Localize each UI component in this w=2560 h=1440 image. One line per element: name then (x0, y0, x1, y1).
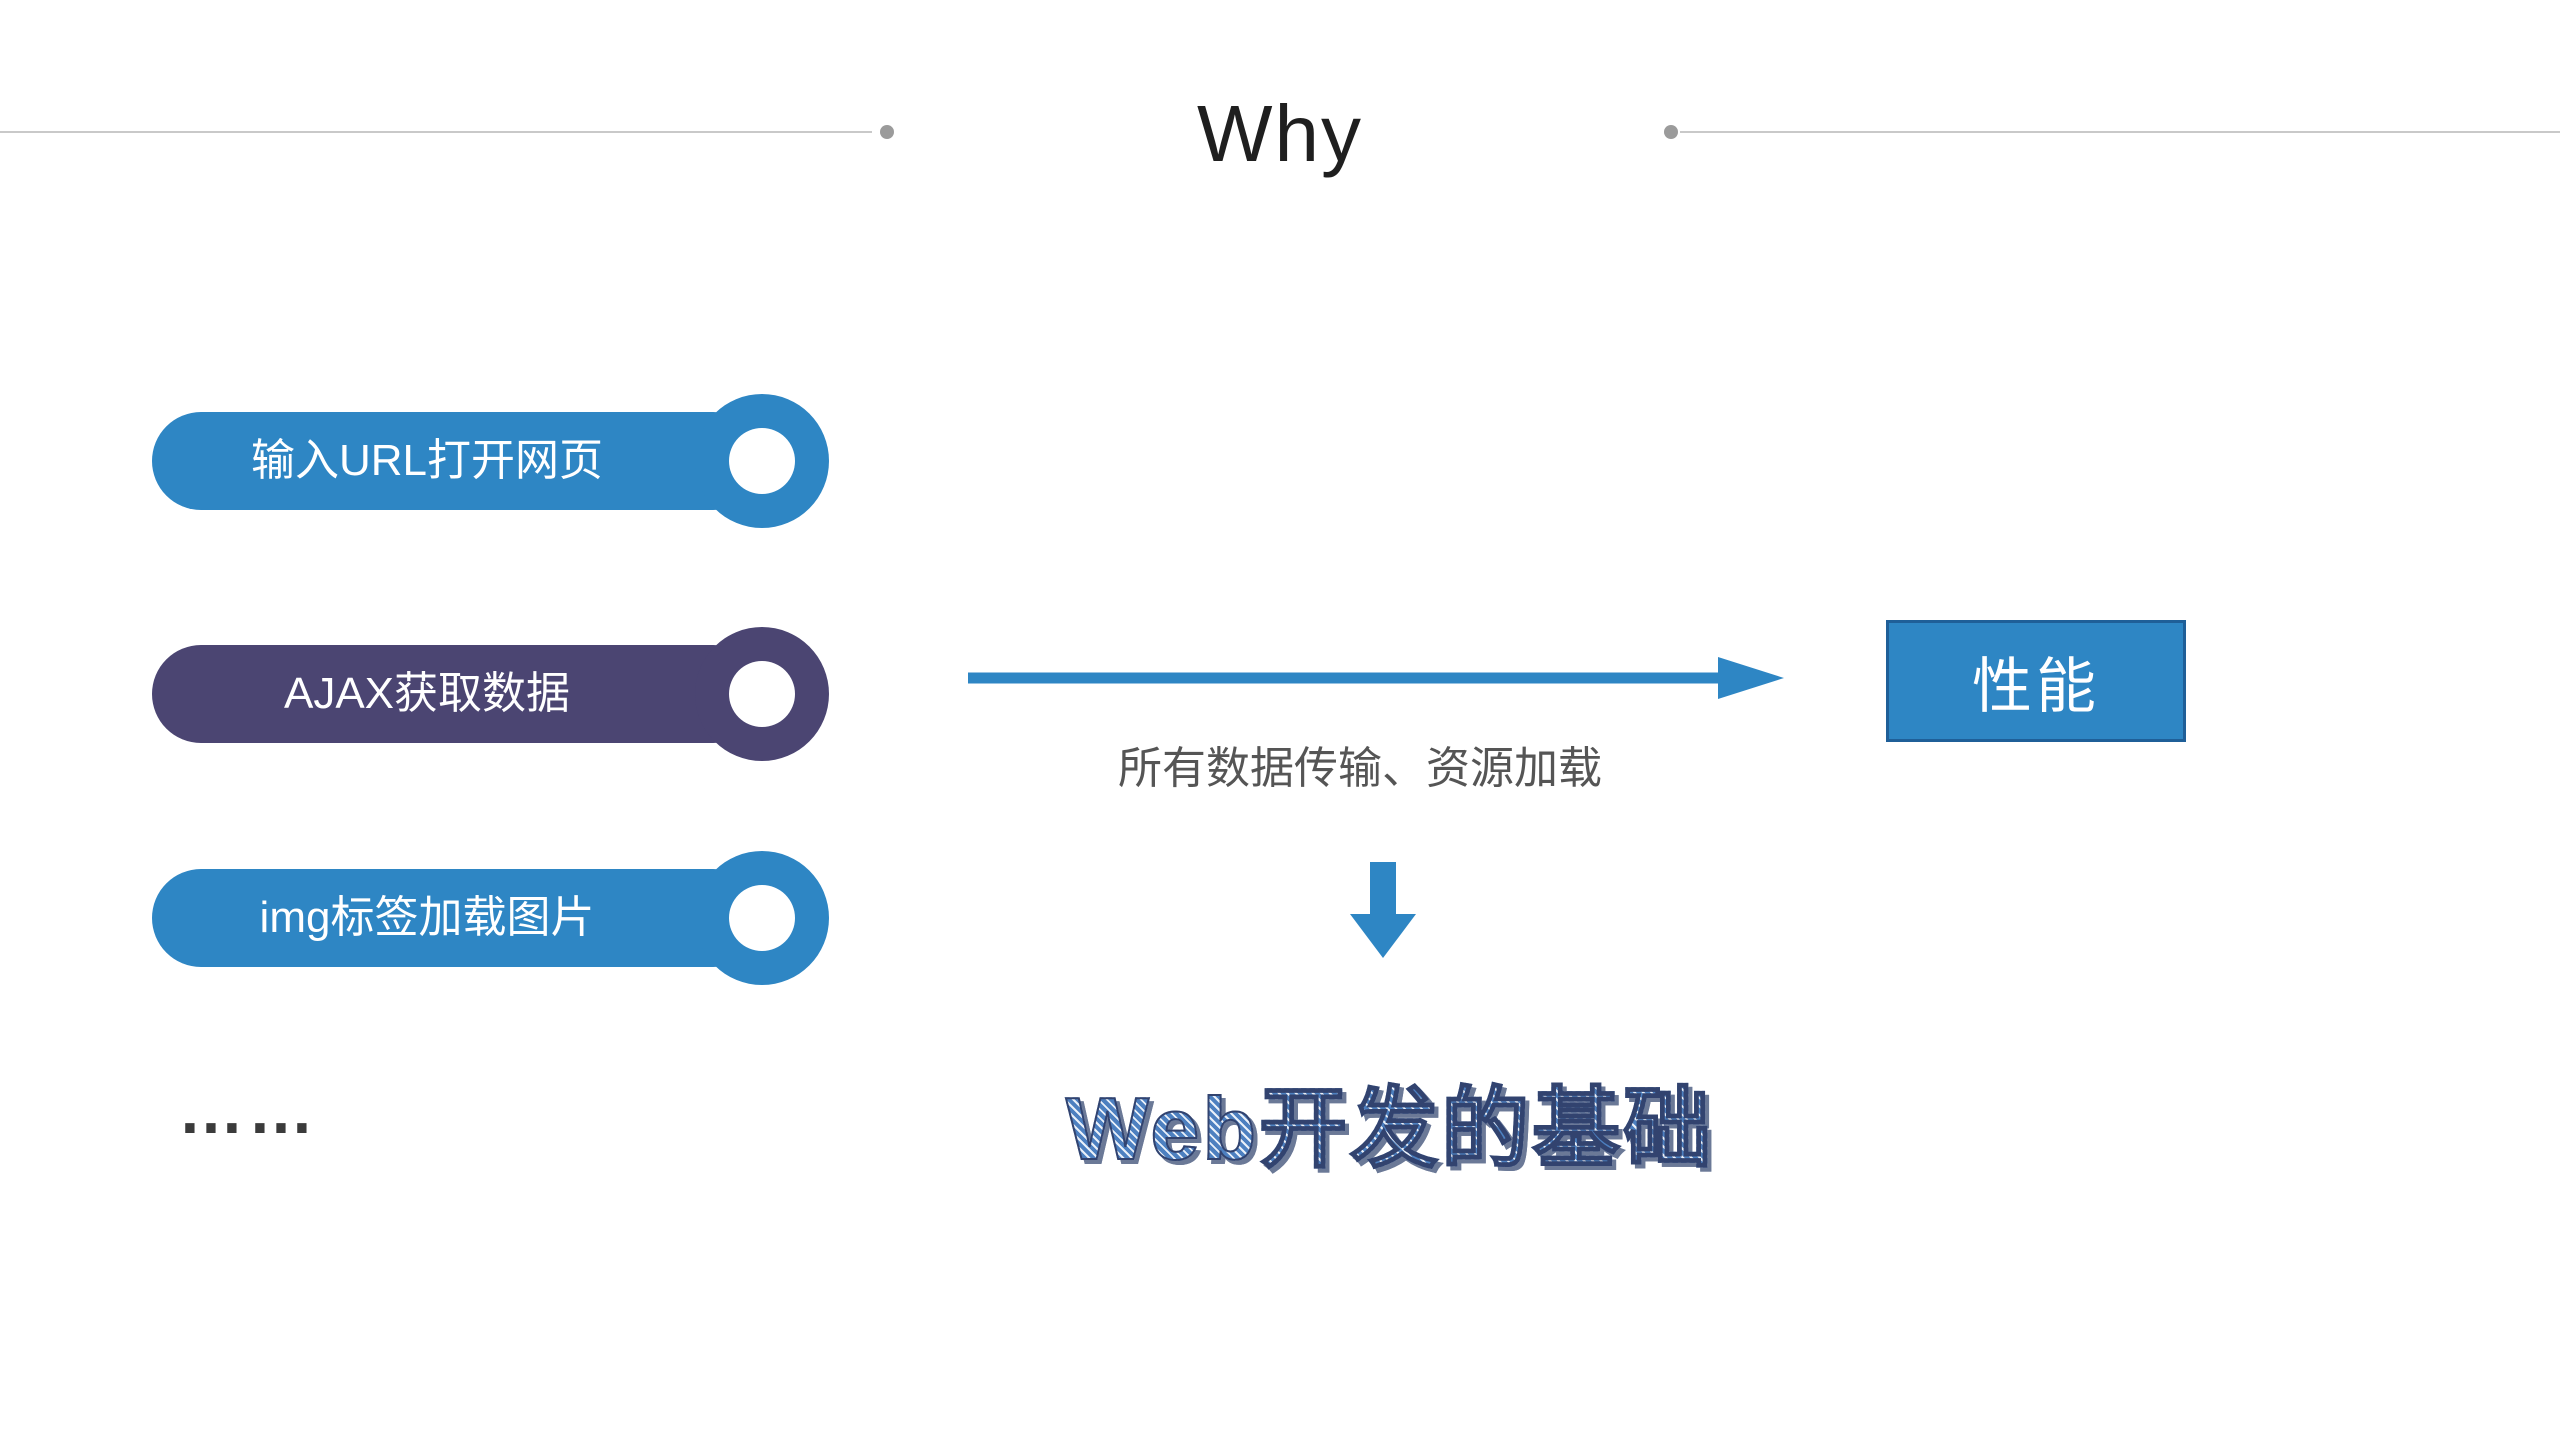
pill-circle-inner (729, 661, 795, 727)
pill-circle-icon (695, 627, 829, 761)
pill-circle-inner (729, 428, 795, 494)
ellipsis-text: …… (178, 1073, 318, 1147)
list-item-label: 输入URL打开网页 (250, 436, 604, 485)
pill-circle-icon (695, 851, 829, 985)
list-item-label: AJAX获取数据 (283, 669, 571, 718)
header-divider-right (1680, 131, 2560, 133)
arrow-right-icon (968, 657, 1784, 699)
divider-dot-left (880, 125, 894, 139)
arrow-caption: 所有数据传输、资源加载 (1118, 744, 1602, 793)
pill-circle-inner (729, 885, 795, 951)
list-item-img-tag: img标签加载图片 (152, 851, 829, 985)
list-item-label: img标签加载图片 (259, 893, 595, 942)
slide-title: Why (1197, 89, 1363, 178)
pill-circle-icon (695, 394, 829, 528)
result-box: 性能 (1886, 620, 2186, 742)
divider-dot-right (1664, 125, 1678, 139)
header-divider-left (0, 131, 872, 133)
list-item-open-url: 输入URL打开网页 (152, 394, 829, 528)
arrow-down-icon (1350, 862, 1416, 958)
conclusion-wordart: Web开发的基础 (880, 1058, 1900, 1185)
result-label: 性能 (1972, 652, 2100, 720)
list-item-ajax: AJAX获取数据 (152, 627, 829, 761)
